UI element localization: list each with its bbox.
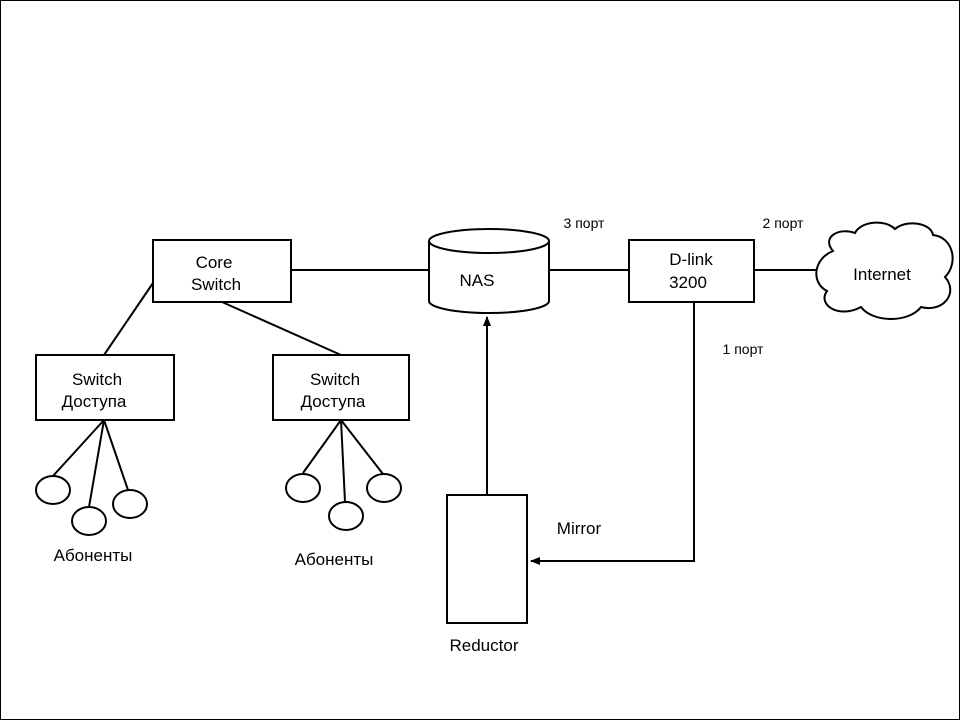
- core-switch-label-line2: Switch: [191, 275, 241, 294]
- nas-cylinder: [428, 228, 550, 314]
- subscriber-right-3: [366, 473, 402, 503]
- subscribers-right-label: Абоненты: [295, 550, 374, 569]
- subscriber-right-1: [285, 473, 321, 503]
- link-subscriber-right-2: [340, 419, 346, 503]
- port3-label: 3 порт: [564, 215, 606, 231]
- reductor-box: [446, 494, 528, 624]
- link-subscriber-right-1: [302, 419, 342, 474]
- dlink-label-line1: D-link: [669, 250, 713, 269]
- internet-label: Internet: [853, 265, 911, 284]
- dlink-box: [628, 239, 755, 303]
- dlink-label-line2: 3200: [669, 273, 707, 292]
- access-switch-left-label-line2: Доступа: [62, 392, 127, 411]
- link-subscriber-left-3: [103, 419, 129, 491]
- subscriber-left-2: [71, 506, 107, 536]
- link-subscriber-right-3: [340, 419, 384, 475]
- link-subscriber-left-2: [88, 419, 105, 508]
- port2-label: 2 порт: [763, 215, 805, 231]
- link-core-to-access-right: [221, 301, 342, 356]
- nas-label: NAS: [460, 271, 495, 290]
- core-switch-box: [152, 239, 292, 303]
- subscriber-left-3: [112, 489, 148, 519]
- internet-cloud: [815, 221, 954, 320]
- mirror-label: Mirror: [557, 519, 602, 538]
- reductor-label: Reductor: [450, 636, 519, 655]
- port1-label: 1 порт: [723, 341, 765, 357]
- access-switch-left-label-line1: Switch: [72, 370, 122, 389]
- access-switch-right-label-line1: Switch: [310, 370, 360, 389]
- link-mirror: [530, 302, 695, 565]
- subscriber-right-2: [328, 501, 364, 531]
- subscribers-left-label: Абоненты: [54, 546, 133, 565]
- access-switch-right-label-line2: Доступа: [301, 392, 366, 411]
- link-subscriber-left-1: [52, 419, 105, 477]
- core-switch-label-line1: Core: [196, 253, 233, 272]
- access-switch-right-box: [272, 354, 410, 421]
- subscriber-left-1: [35, 475, 71, 505]
- access-switch-left-box: [35, 354, 175, 421]
- link-core-to-access-left: [103, 282, 154, 356]
